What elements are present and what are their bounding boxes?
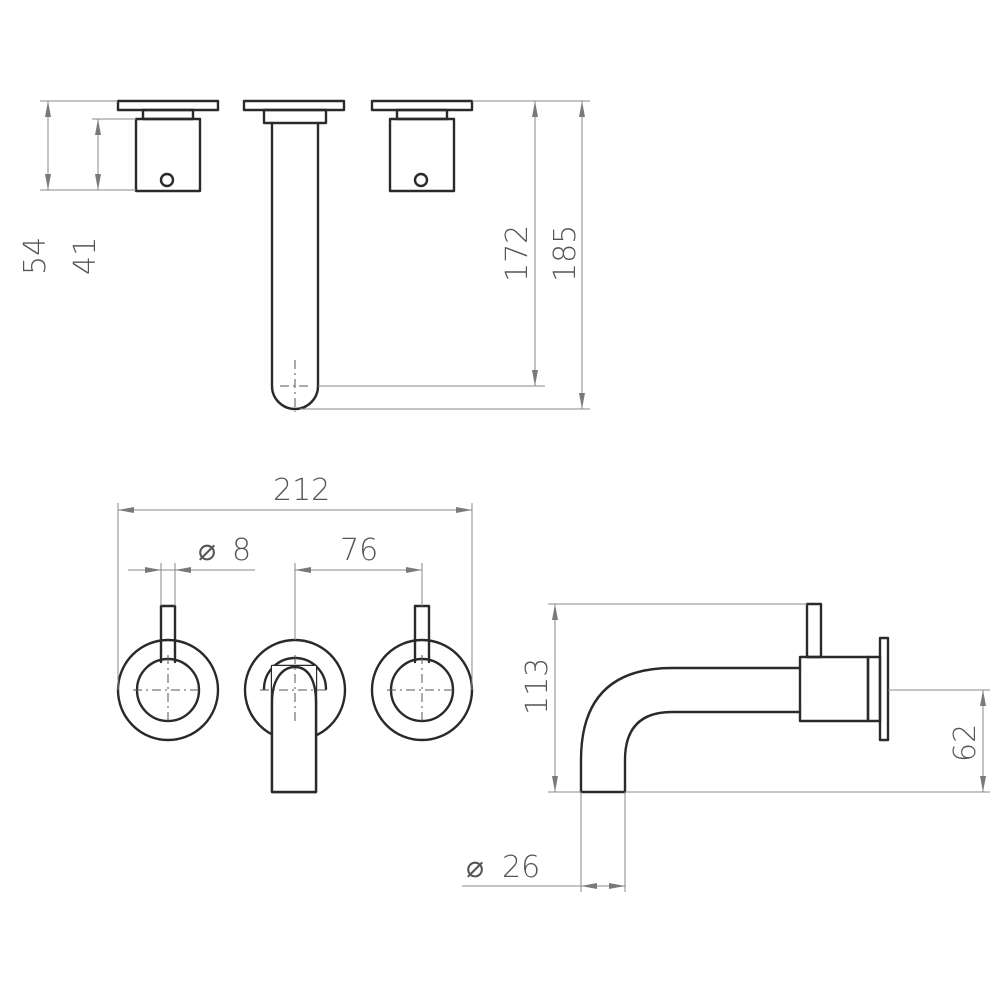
dim-212-label: 212 bbox=[273, 473, 330, 508]
dim-41-label: 41 bbox=[68, 237, 103, 275]
dim-62: 62 bbox=[625, 689, 990, 793]
dim-76: 76 bbox=[294, 533, 423, 640]
dim-76-label: 76 bbox=[340, 533, 378, 568]
diameter-8-symbol: ⌀ bbox=[198, 533, 216, 568]
front-right-handle bbox=[370, 604, 474, 742]
dim-diameter-8-label: 8 bbox=[232, 533, 251, 568]
top-right-handle bbox=[370, 99, 474, 193]
dim-54-label: 54 bbox=[18, 237, 53, 275]
top-view: 54 41 172 185 bbox=[18, 99, 590, 412]
front-left-handle bbox=[116, 604, 220, 742]
dim-41: 41 bbox=[68, 118, 136, 275]
diameter-26-symbol: ⌀ bbox=[466, 850, 484, 885]
dim-diameter-8: ⌀ 8 bbox=[128, 533, 255, 606]
dim-172: 172 bbox=[318, 100, 545, 387]
dim-113-label: 113 bbox=[520, 658, 555, 715]
dim-172-label: 172 bbox=[500, 225, 535, 282]
side-spout bbox=[579, 602, 890, 794]
side-view: 113 62 ⌀ 26 bbox=[462, 602, 990, 892]
dim-212: 212 bbox=[117, 473, 473, 690]
front-view: 212 ⌀ 8 76 bbox=[116, 473, 474, 794]
top-spout bbox=[242, 99, 346, 412]
front-spout bbox=[243, 638, 347, 794]
dim-185: 185 bbox=[300, 100, 590, 410]
dim-diameter-26-label: 26 bbox=[502, 850, 540, 885]
dim-54: 54 bbox=[18, 100, 136, 275]
dim-113: 113 bbox=[520, 603, 807, 793]
dim-diameter-26: ⌀ 26 bbox=[462, 792, 626, 892]
top-left-handle bbox=[116, 99, 220, 193]
dim-185-label: 185 bbox=[548, 225, 583, 282]
dim-62-label: 62 bbox=[948, 724, 983, 762]
